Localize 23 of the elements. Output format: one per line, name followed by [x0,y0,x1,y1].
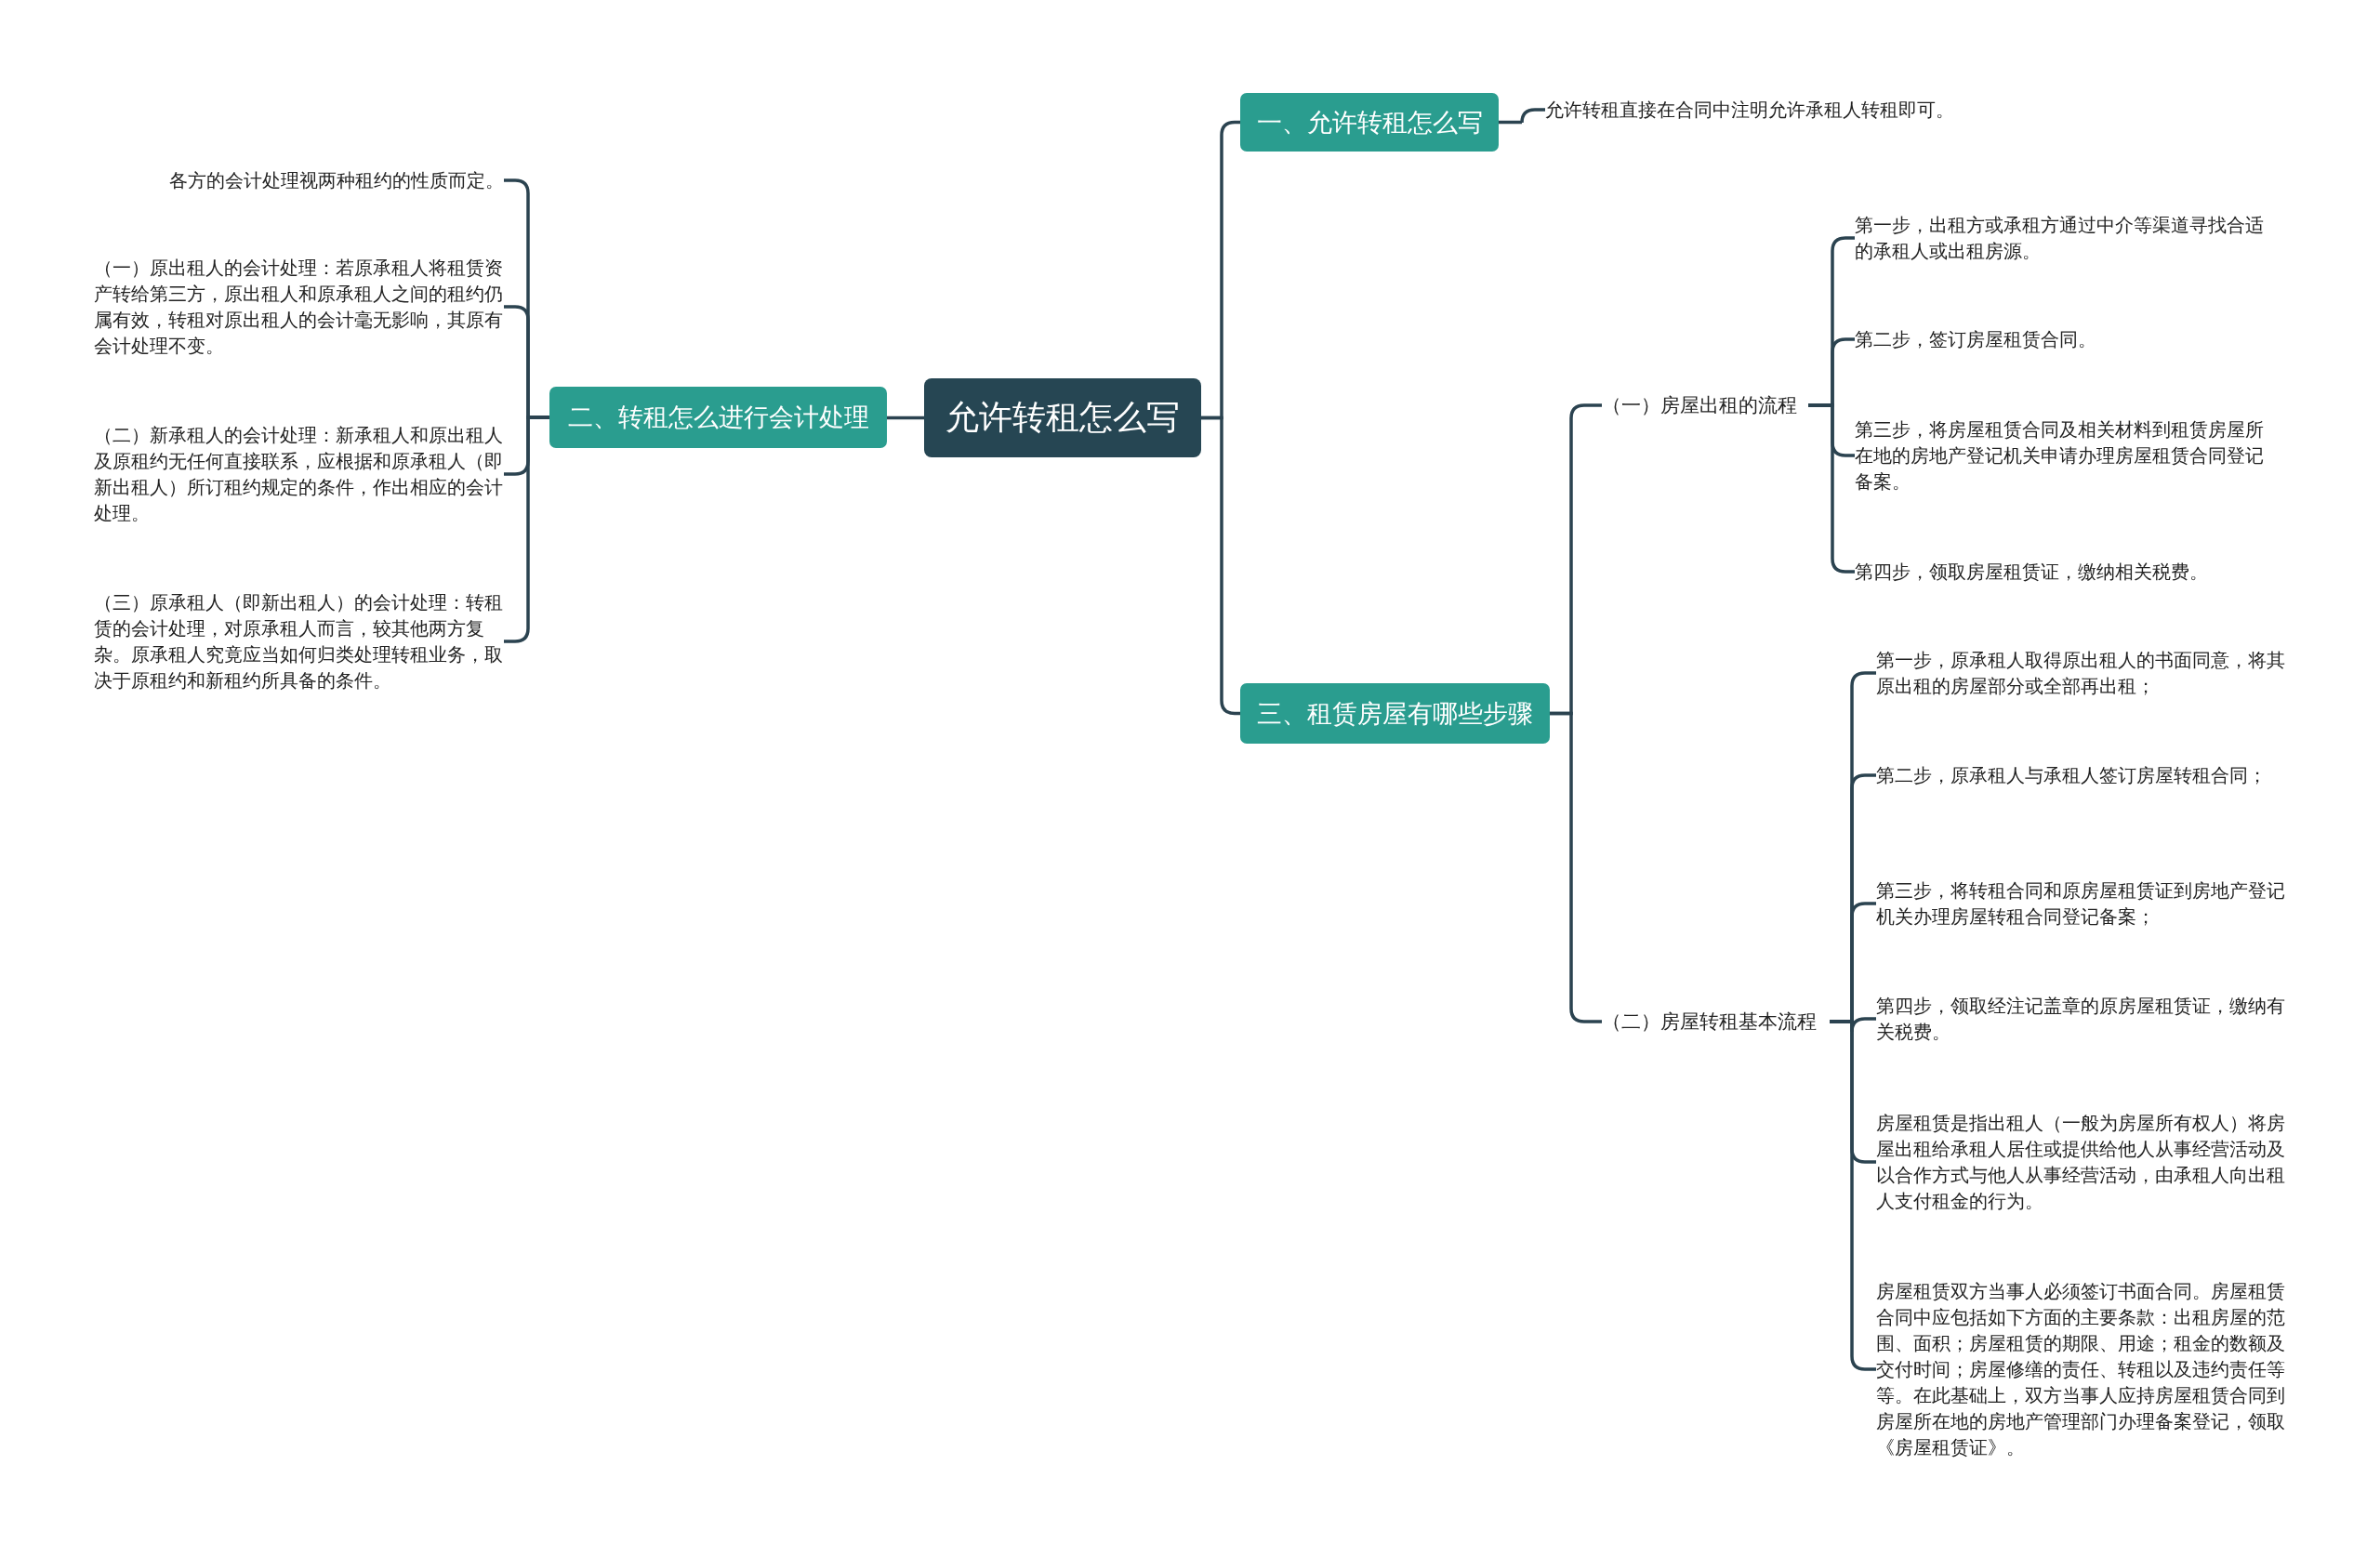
note-text: 房屋租赁双方当事人必须签订书面合同。房屋租赁合同中应包括如下方面的主要条款：出租房屋的范围、面积；房屋租赁的期限、用途；租金的数额及交付时间；房屋修缮的责任、转租以及违约责任等等。在此基础上，双方当事人应持房屋租赁合同到房屋所在地的房地产管理部门办理备案登记，领取《房屋租赁证》。 [1876,1278,2291,1460]
branch-topic: 二、转租怎么进行会计处理 [549,387,887,448]
note-text: 第二步，原承租人与承租人签订房屋转租合同； [1876,762,2291,788]
branch-topic: 三、租赁房屋有哪些步骤 [1240,683,1550,744]
note-text: （三）原承租人（即新出租人）的会计处理：转租赁的会计处理，对原承租人而言，较其他两方复杂。原承租人究竟应当如何归类处理转租业务，取决于原租约和新租约所具备的条件。 [94,589,504,693]
note-text: 各方的会计处理视两种租约的性质而定。 [94,167,504,193]
note-text: 第四步，领取经注记盖章的原房屋租赁证，缴纳有关税费。 [1876,993,2291,1045]
note-text: （二）新承租人的会计处理：新承租人和原出租人及原租约无任何直接联系，应根据和原承租人（即新出租人）所订租约规定的条件，作出相应的会计处理。 [94,422,504,526]
note-text: 房屋租赁是指出租人（一般为房屋所有权人）将房屋出租给承租人居住或提供给他人从事经营活动及以合作方式与他人从事经营活动，由承租人向出租人支付租金的行为。 [1876,1110,2291,1214]
note-text: （一）原出租人的会计处理：若原承租人将租赁资产转给第三方，原出租人和原承租人之间的租约仍属有效，转租对原出租人的会计毫无影响，其原有会计处理不变。 [94,255,504,359]
subtopic-label: （一）房屋出租的流程 [1602,391,1808,419]
note-text: 允许转租直接在合同中注明允许承租人转租即可。 [1545,97,1964,123]
note-text: 第三步，将房屋租赁合同及相关材料到租赁房屋所在地的房地产登记机关申请办理房屋租赁合同登记备案。 [1855,416,2273,495]
note-text: 第三步，将转租合同和原房屋租赁证到房地产登记机关办理房屋转租合同登记备案； [1876,877,2291,930]
note-text: 第四步，领取房屋租赁证，缴纳相关税费。 [1855,559,2273,585]
note-text: 第一步，出租方或承租方通过中介等渠道寻找合适的承租人或出租房源。 [1855,212,2273,264]
subtopic-label: （二）房屋转租基本流程 [1602,1008,1830,1036]
note-text: 第一步，原承租人取得原出租人的书面同意，将其原出租的房屋部分或全部再出租； [1876,647,2291,699]
branch-topic: 一、允许转租怎么写 [1240,93,1499,152]
connector-line [887,416,924,420]
central-topic: 允许转租怎么写 [924,378,1201,457]
note-text: 第二步，签订房屋租赁合同。 [1855,326,2273,352]
connector-line [1499,108,1545,125]
